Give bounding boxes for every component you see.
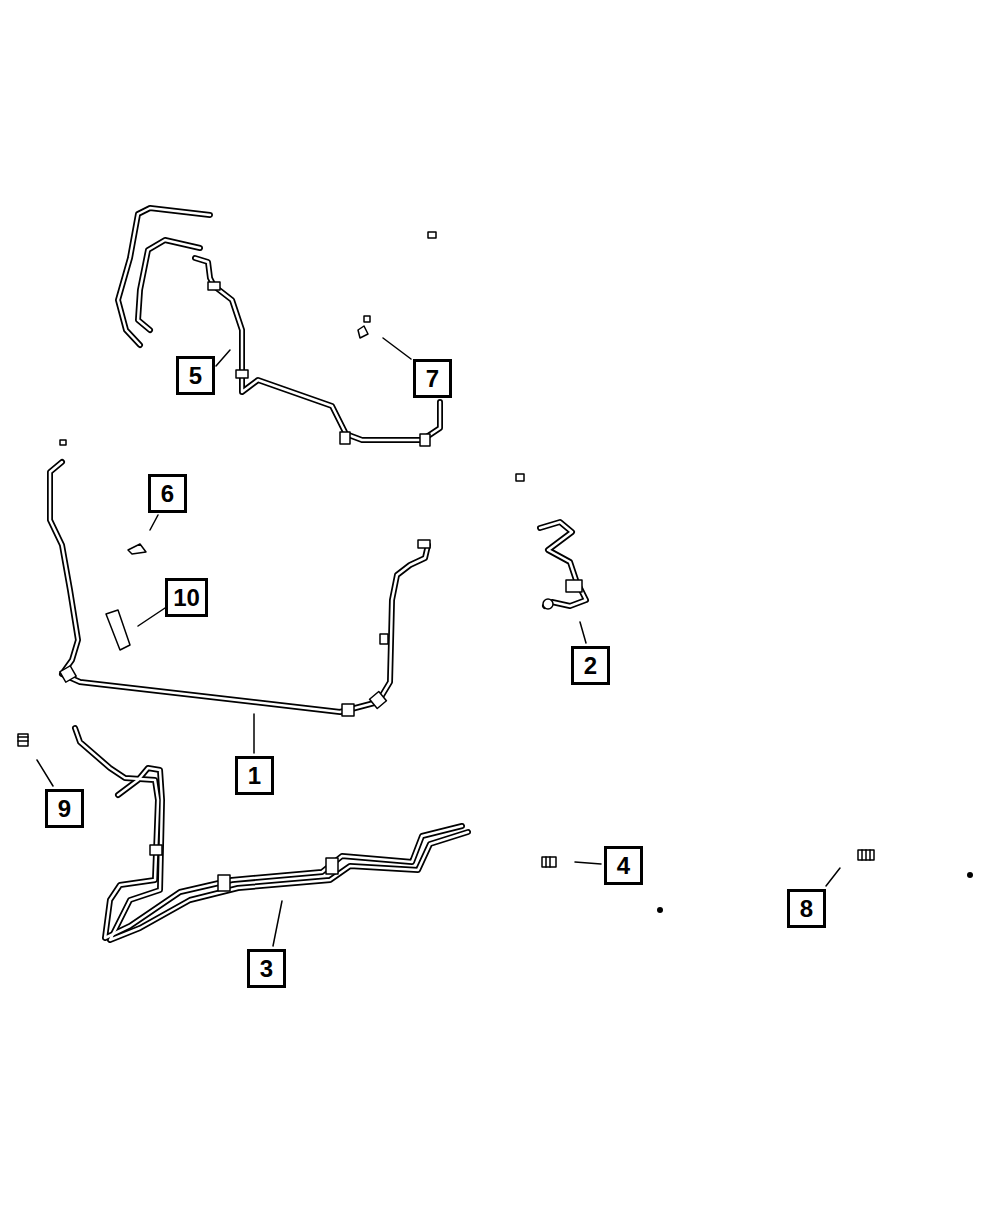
callout-number: 5 xyxy=(189,364,202,388)
callout-box: 10 xyxy=(165,578,208,617)
callout-box: 5 xyxy=(176,356,215,395)
callout-number: 10 xyxy=(173,586,200,610)
callout-number: 2 xyxy=(584,654,597,678)
callout-number: 1 xyxy=(248,764,261,788)
callout-box: 1 xyxy=(235,756,274,795)
callout-number: 7 xyxy=(426,367,439,391)
callout-number: 6 xyxy=(161,482,174,506)
callout-box: 4 xyxy=(604,846,643,885)
callout-box: 2 xyxy=(571,646,610,685)
callout-number: 4 xyxy=(617,854,630,878)
callout-box: 6 xyxy=(148,474,187,513)
callout-box: 3 xyxy=(247,949,286,988)
callout-box: 7 xyxy=(413,359,452,398)
callout-box: 9 xyxy=(45,789,84,828)
callout-number: 9 xyxy=(58,797,71,821)
callout-number: 3 xyxy=(260,957,273,981)
callout-number: 8 xyxy=(800,897,813,921)
callout-box: 8 xyxy=(787,889,826,928)
